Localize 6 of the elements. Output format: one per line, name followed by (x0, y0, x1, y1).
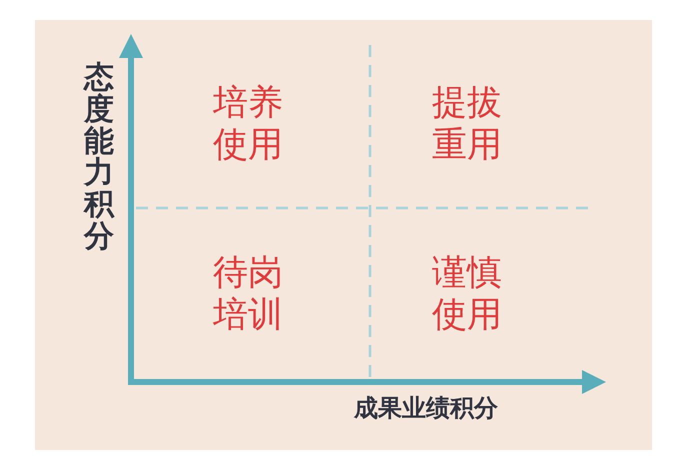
quadrant-label: 待岗培训 (213, 252, 284, 336)
axis-title: 态度能力积分 (84, 62, 115, 253)
axis-title: 成果业绩积分 (354, 394, 498, 423)
quadrant-label: 培养使用 (213, 82, 284, 166)
quadrant-label: 谨慎使用 (432, 252, 503, 336)
quadrant-label: 提拔重用 (432, 82, 503, 166)
